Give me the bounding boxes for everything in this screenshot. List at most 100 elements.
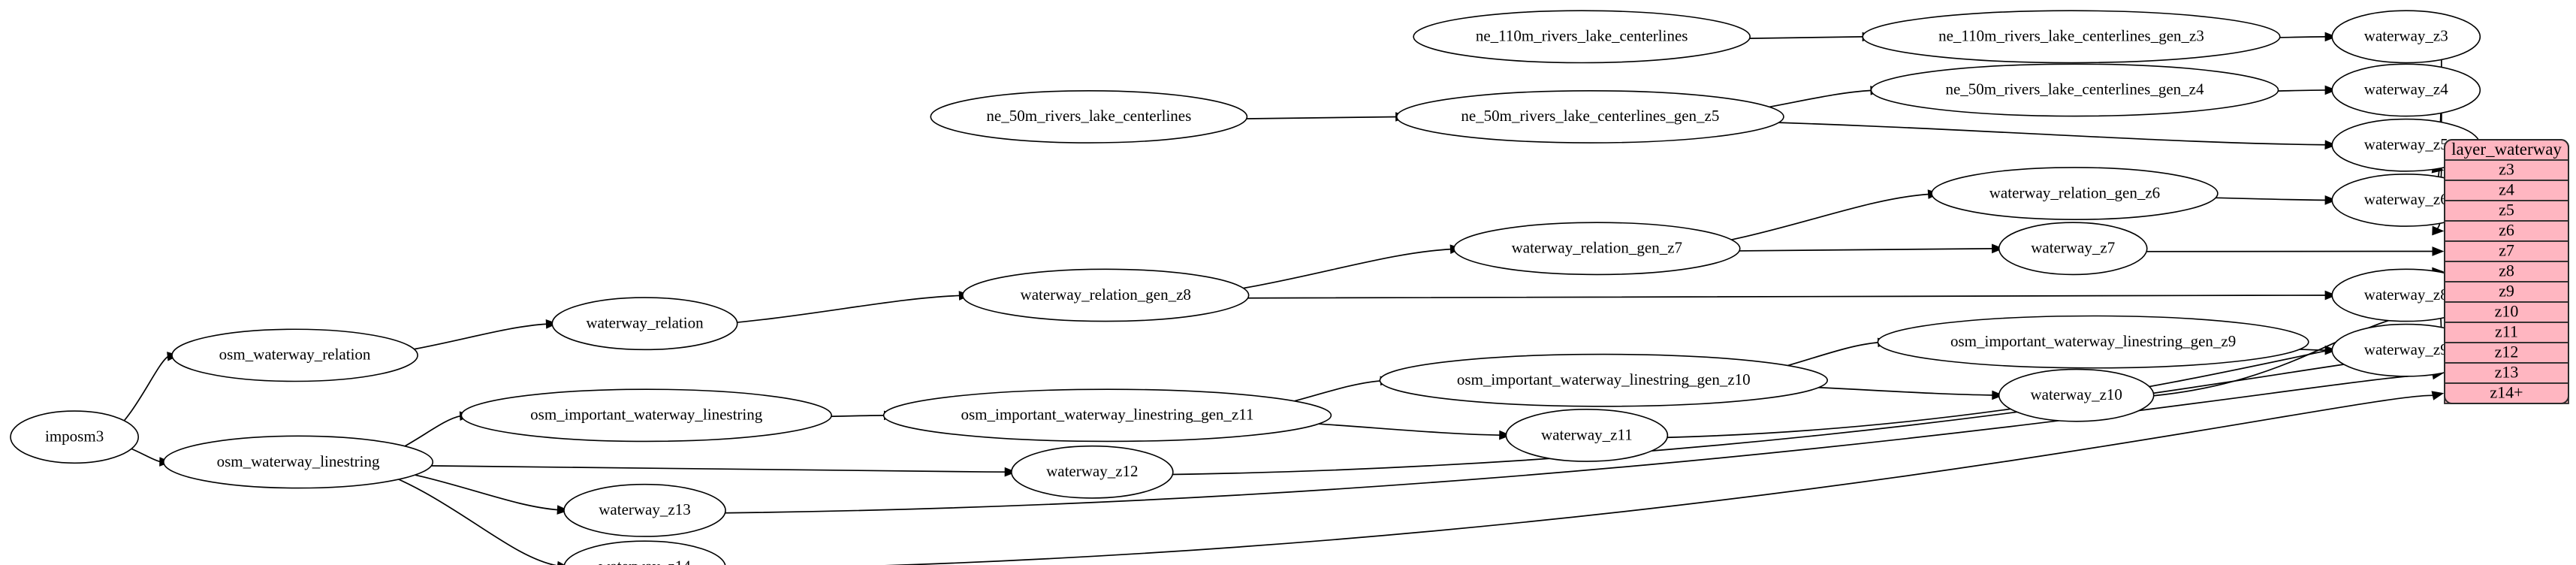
node-osm_important_waterway_linestring[interactable]: osm_important_waterway_linestring [460,388,832,443]
node-ellipse [1862,10,2281,64]
node-ellipse [2331,63,2481,117]
node-waterway_z11[interactable]: waterway_z11 [1505,409,1669,462]
edge-osm_waterway_linestring-to-waterway_z12 [361,464,1006,473]
node-label: waterway_z11 [1541,425,1633,443]
node-osm_important_waterway_linestring_gen_z10[interactable]: osm_important_waterway_linestring_gen_z1… [1379,353,1829,407]
node-label: osm_waterway_linestring [217,452,380,470]
node-label: osm_important_waterway_linestring_gen_z1… [1457,370,1751,388]
node-waterway_z6[interactable]: waterway_z6 [2331,173,2481,227]
node-waterway_z7[interactable]: waterway_z7 [1998,222,2148,276]
node-label: osm_waterway_relation [219,346,371,364]
edge-ne_50m_rivers_lake_centerlines_gen_z5-to-waterway_z5 [1681,119,2327,146]
node-osm_important_waterway_linestring_gen_z11[interactable]: osm_important_waterway_linestring_gen_z1… [882,388,1332,443]
node-ellipse [930,89,1248,144]
node-imposm3[interactable]: imposm3 [10,410,140,464]
table-row-label: z8 [2499,261,2514,280]
arrow-head-icon [2324,85,2337,95]
node-ellipse [1877,315,2309,369]
arrow-head-icon [1992,390,2004,400]
node-ellipse [563,540,726,565]
node-waterway_relation_gen_z6[interactable]: waterway_relation_gen_z6 [1931,167,2219,220]
node-osm_waterway_relation[interactable]: osm_waterway_relation [171,328,418,382]
node-osm_waterway_linestring[interactable]: osm_waterway_linestring [163,435,434,489]
node-ne_110m_rivers_lake_centerlines[interactable]: ne_110m_rivers_lake_centerlines [1413,10,1751,64]
node-ellipse [882,388,1332,443]
node-label: osm_important_waterway_linestring_gen_z1… [961,406,1253,424]
node-label: waterway_z14 [599,557,691,565]
node-label: waterway_relation_gen_z8 [1021,286,1191,304]
arrow-head-icon [1004,467,1017,477]
node-ellipse [1870,63,2279,117]
node-osm_important_waterway_linestring_gen_z9[interactable]: osm_important_waterway_linestring_gen_z9 [1877,315,2309,369]
node-ellipse [551,297,738,351]
node-ellipse [1379,353,1829,407]
node-ellipse [962,268,1250,322]
arrow-head-icon [2431,391,2445,400]
node-ne_50m_rivers_lake_centerlines_gen_z5[interactable]: ne_50m_rivers_lake_centerlines_gen_z5 [1395,89,1784,144]
node-waterway_z14[interactable]: waterway_z14 [563,540,726,565]
node-waterway_z3[interactable]: waterway_z3 [2331,10,2481,64]
node-ellipse [1453,222,1741,276]
table-row-z11[interactable] [2444,322,2569,343]
layer-waterway-table: layer_waterwayz3z4z5z6z7z8z9z10z11z12z13… [2444,139,2569,404]
table-row-label: z3 [2499,160,2514,179]
node-waterway_relation_gen_z7[interactable]: waterway_relation_gen_z7 [1453,222,1741,276]
node-waterway_relation_gen_z8[interactable]: waterway_relation_gen_z8 [962,268,1250,322]
node-ellipse [1395,89,1784,144]
node-label: ne_50m_rivers_lake_centerlines [986,107,1191,125]
node-ellipse [1998,222,2148,276]
node-label: waterway_z6 [2364,190,2448,208]
node-waterway_z12[interactable]: waterway_z12 [1010,445,1174,499]
arrow-head-icon [1499,430,1512,440]
node-ellipse [2331,10,2481,64]
node-ne_110m_rivers_lake_centerlines_gen_z3[interactable]: ne_110m_rivers_lake_centerlines_gen_z3 [1862,10,2281,64]
node-label: osm_important_waterway_linestring [530,406,763,424]
node-label: waterway_z10 [2030,385,2122,403]
node-label: waterway_z9 [2364,340,2448,358]
table-row-label: z7 [2499,241,2514,260]
node-ne_50m_rivers_lake_centerlines_gen_z4[interactable]: ne_50m_rivers_lake_centerlines_gen_z4 [1870,63,2279,117]
node-ellipse [1998,368,2155,422]
node-label: waterway_z5 [2364,135,2448,153]
node-ellipse [1931,167,2219,220]
layer-waterway-table-title: layer_waterway [2451,140,2562,159]
arrow-head-icon [2324,195,2337,205]
node-label: waterway_z13 [599,500,690,518]
table-row-label: z12 [2495,343,2519,361]
node-waterway_z10[interactable]: waterway_z10 [1998,368,2155,422]
node-label: osm_important_waterway_linestring_gen_z9 [1950,332,2236,350]
arrow-head-icon [2324,290,2337,301]
node-ellipse [563,483,726,537]
arrow-head-icon [2324,140,2337,150]
node-label: waterway_z8 [2364,286,2448,304]
table-row-label: z10 [2495,302,2519,321]
arrow-head-icon [557,505,569,515]
table-row-label: z6 [2499,221,2514,240]
node-waterway_z13[interactable]: waterway_z13 [563,483,726,537]
node-waterway_relation[interactable]: waterway_relation [551,297,738,351]
table-row-label: z4 [2499,180,2514,199]
edge-waterway_z14-to-layer_waterway-z14+ [882,394,2434,565]
edge-waterway_z13-to-layer_waterway-z13 [683,373,2434,515]
node-ellipse [1505,409,1669,462]
node-waterway_z5[interactable]: waterway_z5 [2331,118,2481,172]
node-label: waterway_z12 [1046,462,1138,480]
node-label: waterway_z7 [2031,239,2115,257]
table-row-z14plus[interactable] [2444,382,2569,404]
edge-waterway_relation_gen_z8-to-waterway_z8 [1172,295,2327,299]
node-waterway_z8[interactable]: waterway_z8 [2331,268,2481,322]
arrow-head-icon [557,560,566,565]
node-label: imposm3 [45,427,104,445]
table-row-label: z11 [2495,322,2518,341]
node-ellipse [460,388,832,443]
node-label: ne_50m_rivers_lake_centerlines_gen_z5 [1461,107,1719,125]
node-ellipse [171,328,418,382]
node-ne_50m_rivers_lake_centerlines[interactable]: ne_50m_rivers_lake_centerlines [930,89,1248,144]
table-row-label: z5 [2499,201,2514,219]
node-waterway_z4[interactable]: waterway_z4 [2331,63,2481,117]
node-label: waterway_relation_gen_z7 [1512,239,1682,257]
node-label: ne_110m_rivers_lake_centerlines [1476,27,1688,45]
node-label: waterway_z3 [2364,27,2448,45]
